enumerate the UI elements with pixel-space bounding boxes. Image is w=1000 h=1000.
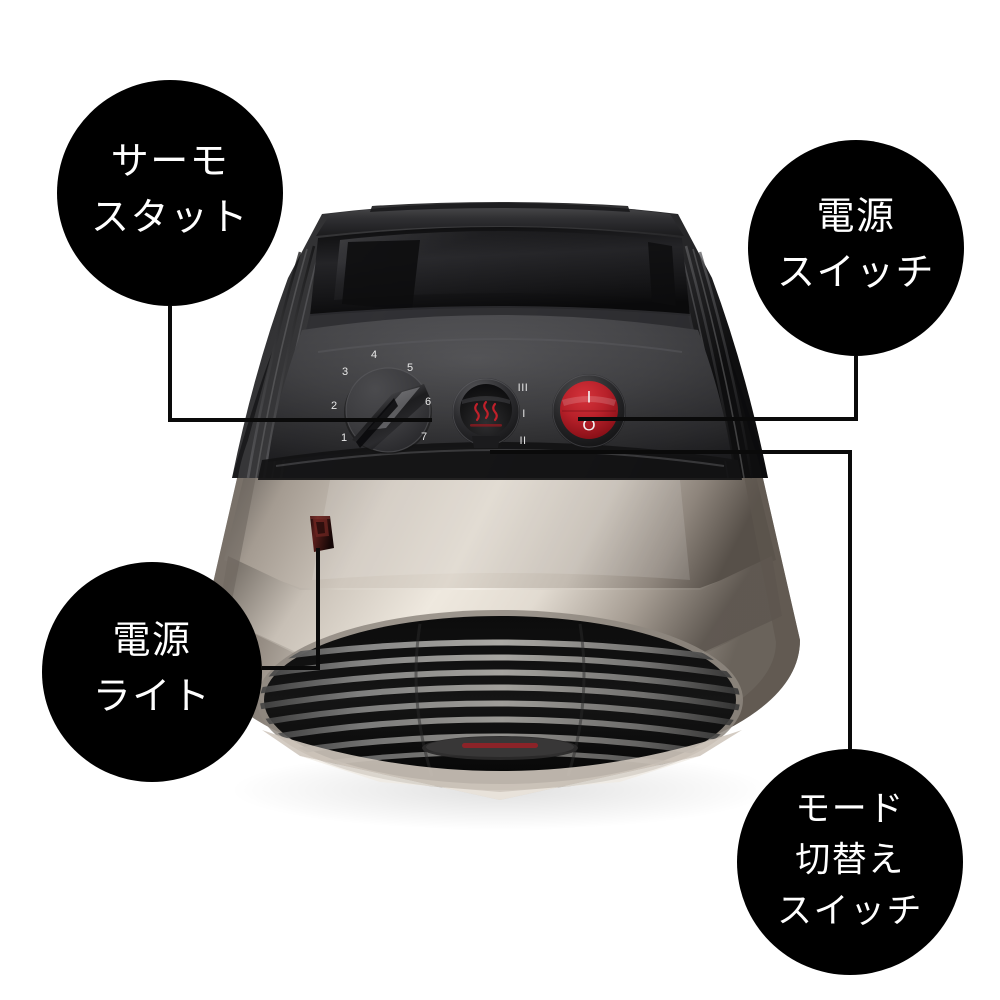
body-specular — [312, 475, 690, 580]
body-right-edge — [690, 474, 800, 742]
callout-mode-switch-line-3: スイッチ — [777, 891, 923, 930]
dial-label-3: 3 — [342, 366, 348, 378]
callout-mode-switch-line-2: 切替え — [795, 840, 905, 879]
callout-thermostat-circle[interactable] — [57, 80, 283, 306]
callout-thermostat[interactable]: サーモ スタット — [57, 80, 283, 306]
dial-label-6: 6 — [425, 396, 431, 408]
heat-wave-base — [470, 424, 502, 427]
dial-label-4: 4 — [371, 349, 377, 361]
brand-badge — [422, 736, 578, 760]
mode-dial-tab — [472, 436, 500, 448]
leader-power-light — [262, 548, 320, 670]
mode-mark-1: I — [522, 408, 526, 420]
callout-power-light-line-2: ライト — [93, 676, 212, 718]
dial-ring — [345, 367, 431, 453]
handle-dark-panel-right — [648, 242, 676, 306]
callout-mode-switch[interactable]: モード 切替え スイッチ — [737, 749, 963, 975]
callout-power-light-line-1: 電源 — [112, 620, 191, 662]
fan-heater-illustration: 1 2 3 4 5 6 7 III — [200, 202, 800, 830]
shell-corner-left — [232, 352, 272, 478]
mode-dial[interactable]: III I II — [452, 378, 528, 448]
mode-mark-3: III — [518, 382, 529, 394]
callout-mode-switch-line-1: モード — [795, 789, 905, 828]
dial-label-7: 7 — [421, 431, 427, 443]
callout-mode-switch-circle[interactable] — [737, 749, 963, 975]
grille-lip-highlight — [300, 756, 700, 800]
callout-thermostat-line-2: スタット — [91, 197, 249, 239]
brand-badge-mark — [462, 743, 538, 748]
leader-thermostat — [168, 306, 432, 422]
handle-dark-panel-left — [342, 240, 420, 310]
power-indicator-light — [310, 516, 334, 552]
dial-label-1: 1 — [341, 432, 347, 444]
grille-lower-lip — [262, 730, 742, 800]
power-light-core — [316, 522, 325, 534]
shell-top-lip — [316, 203, 684, 236]
callout-power-light-circle[interactable] — [42, 562, 262, 782]
power-rocker-switch[interactable]: I O — [552, 374, 626, 448]
callout-power-switch[interactable]: 電源 スイッチ — [748, 140, 964, 356]
mode-mark-2: II — [519, 435, 526, 447]
leader-power-switch — [578, 356, 858, 421]
rocker-bezel-edge — [552, 374, 626, 448]
callout-power-switch-line-1: 電源 — [816, 196, 895, 238]
callout-power-switch-line-2: スイッチ — [777, 252, 935, 294]
dial-label-5: 5 — [407, 362, 413, 374]
rocker-mark-on: I — [587, 387, 592, 406]
shell-corner-right — [728, 352, 768, 478]
leader-mode-switch — [490, 450, 852, 749]
dial-knob-shade — [356, 398, 398, 448]
dial-scale: 1 2 3 4 5 6 7 — [331, 349, 431, 444]
callout-power-light[interactable]: 電源 ライト — [42, 562, 262, 782]
rocker-button[interactable] — [560, 381, 618, 439]
power-light-rim — [310, 516, 330, 519]
thermostat-dial[interactable]: 1 2 3 4 5 6 7 — [331, 349, 432, 454]
panel-ridge — [317, 338, 683, 353]
callout-power-switch-circle[interactable] — [748, 140, 964, 356]
shell-top-slot — [370, 202, 630, 212]
body-band-upper — [224, 476, 776, 588]
mode-dial-gloss — [462, 396, 510, 404]
heat-wave-icon — [474, 400, 498, 422]
rocker-gloss — [562, 396, 616, 406]
callout-thermostat-line-1: サーモ — [111, 141, 230, 183]
dial-label-2: 2 — [331, 400, 337, 412]
leader-lines — [168, 306, 858, 749]
air-outlet-grille — [257, 610, 743, 800]
